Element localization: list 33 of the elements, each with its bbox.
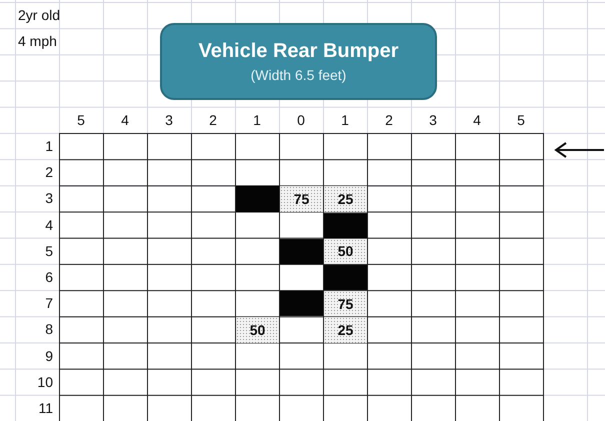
column-header: 4 [120,110,130,130]
title-banner [160,23,437,100]
row-number: 11 [37,399,53,418]
column-header: 3 [428,110,438,130]
banner-title: Vehicle Rear Bumper [198,40,399,63]
row-number: 10 [36,372,53,392]
row-number: 1 [44,137,53,156]
value-cell: 25 [324,317,367,343]
value-cell: 75 [324,291,367,316]
row-number: 3 [44,189,53,208]
column-header: 2 [384,110,394,130]
row-number: 5 [44,242,53,261]
value-cell: 50 [324,238,367,264]
note-text: 2yr old [18,6,62,25]
row-number: 2 [44,163,53,182]
banner-subtitle: (Width 6.5 feet) [250,67,346,83]
column-header: 5 [76,110,86,130]
column-header: 2 [208,110,218,130]
row-number: 9 [44,346,53,366]
column-header: 1 [340,110,350,130]
value-cell: 75 [280,186,323,212]
column-header: 3 [164,110,174,130]
row-number: 4 [44,216,53,235]
column-header: 1 [252,110,262,130]
column-header: 4 [472,110,482,130]
row-number: 8 [44,320,53,340]
row-number: 7 [44,294,53,314]
value-cell: 50 [236,317,279,343]
column-header: 5 [516,110,526,130]
row-number: 6 [44,268,53,287]
column-header: 0 [296,110,306,130]
note-text: 4 mph [18,32,58,52]
value-cell: 25 [324,186,367,212]
